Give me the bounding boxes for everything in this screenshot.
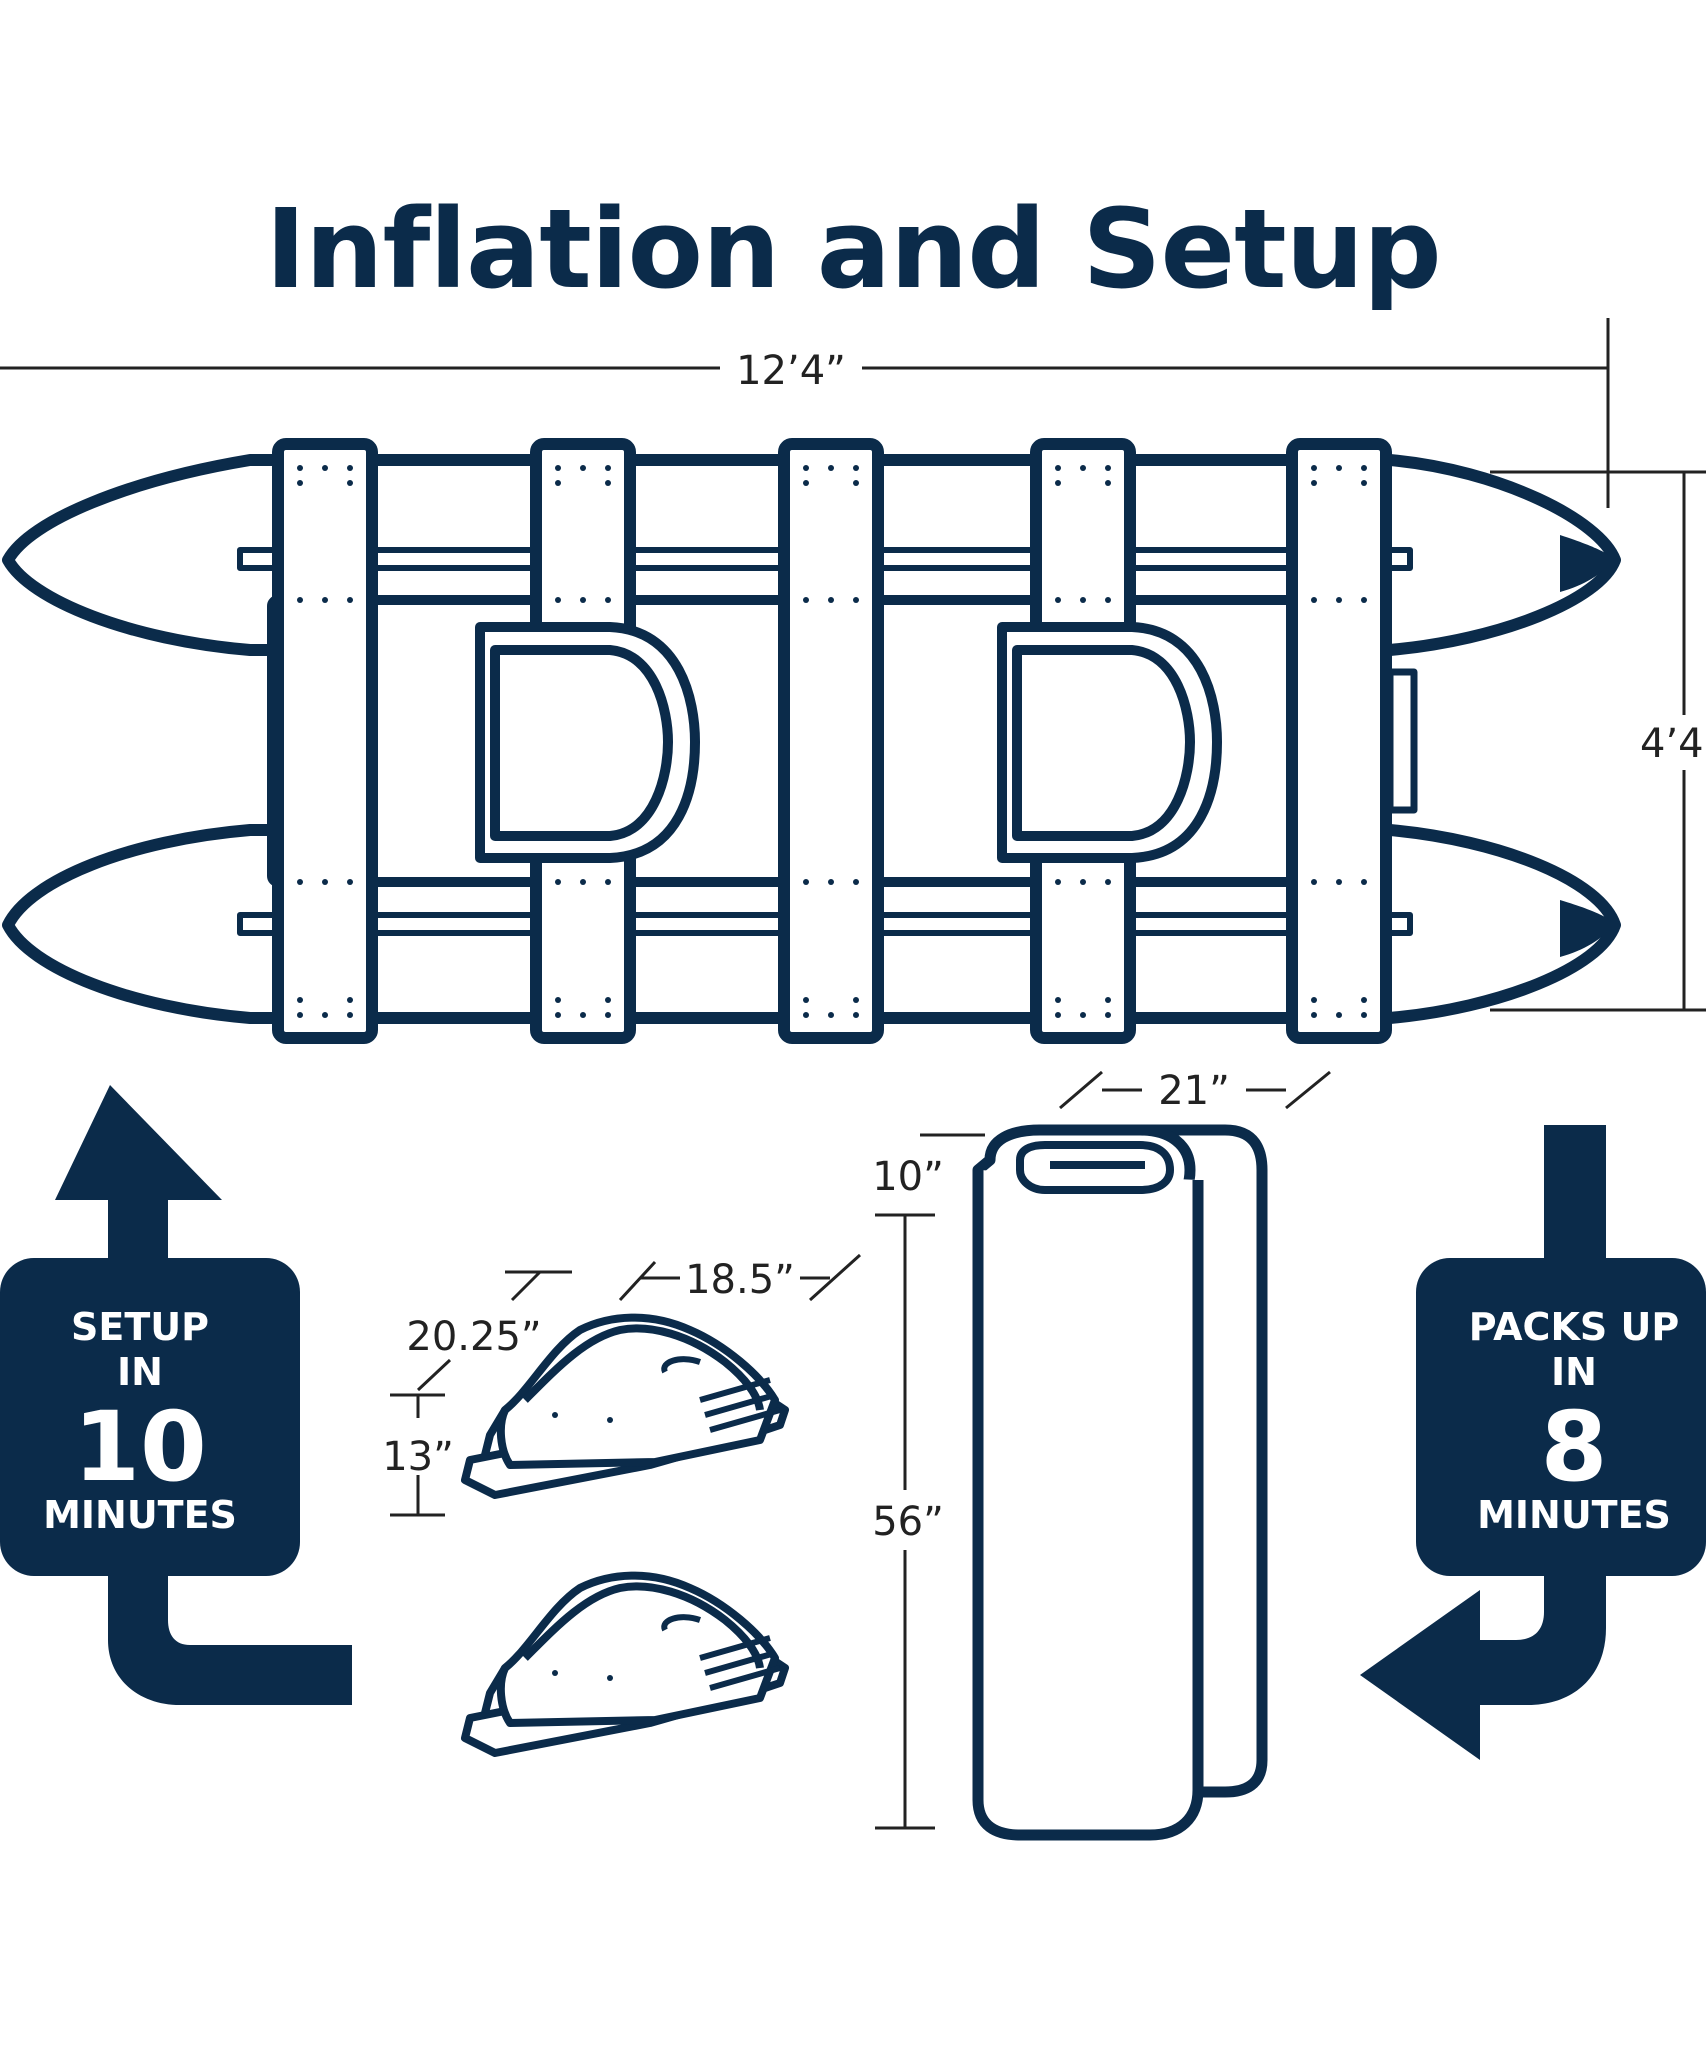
boat-length-label: 12’4” xyxy=(736,348,846,394)
boat-seat-2 xyxy=(997,622,1222,863)
pack-depth-label: 10” xyxy=(872,1154,944,1200)
pack-badge-line1: PACKS UP xyxy=(1469,1305,1679,1349)
strap-stitching xyxy=(297,465,1367,1018)
setup-badge xyxy=(0,1258,300,1576)
packed-boat-body xyxy=(972,1170,1204,1841)
boat-width-label: 4’4 xyxy=(1640,721,1704,767)
pack-width-dimension xyxy=(1059,1070,1331,1110)
boat-width-dimension: 4’4 xyxy=(1490,470,1706,1012)
seat-height-label: 13” xyxy=(382,1434,454,1480)
setup-arrow-tail xyxy=(108,1530,352,1705)
packed-boat-back-roll xyxy=(1034,1124,1268,1798)
boat-length-dimension: 12’4” xyxy=(0,318,1610,508)
setup-badge-line2: IN xyxy=(117,1350,163,1394)
cross-straps xyxy=(272,438,1392,1044)
setup-badge-line3: MINUTES xyxy=(43,1493,237,1537)
setup-badge-number: 10 xyxy=(73,1391,207,1503)
boat-seat-1 xyxy=(475,622,700,863)
pack-badge-group: PACKS UP IN 8 MINUTES xyxy=(1360,1125,1706,1760)
pack-arrow-top xyxy=(1544,1125,1606,1265)
pack-badge-line3: MINUTES xyxy=(1477,1493,1671,1537)
seat-width-dimension xyxy=(416,1270,572,1392)
seat-length-label: 18.5” xyxy=(685,1257,795,1303)
pack-arrow-tail xyxy=(1360,1560,1606,1760)
pack-badge-number: 8 xyxy=(1541,1391,1608,1503)
page-title: Inflation and Setup xyxy=(265,185,1442,313)
setup-badge-line1: SETUP xyxy=(71,1305,209,1349)
folded-seat-1 xyxy=(461,1313,789,1499)
folded-seat-2 xyxy=(461,1571,789,1757)
motor-mount xyxy=(1386,668,1418,814)
seat-height-dimension xyxy=(390,1393,445,1517)
pack-height-label: 56” xyxy=(872,1499,944,1545)
seat-length-dimension xyxy=(618,1253,862,1302)
setup-flow-arrow xyxy=(55,1085,222,1280)
strap-1 xyxy=(272,438,378,1044)
strap-5 xyxy=(1286,438,1392,1044)
pack-badge-line2: IN xyxy=(1551,1350,1597,1394)
pack-width-label: 21” xyxy=(1158,1068,1230,1114)
strap-3 xyxy=(778,438,884,1044)
seat-width-label: 20.25” xyxy=(406,1314,541,1360)
pack-badge xyxy=(1416,1258,1706,1576)
setup-badge-group: SETUP IN 10 MINUTES xyxy=(0,1085,352,1705)
pack-height-dimension xyxy=(875,1213,935,1830)
packed-boat xyxy=(972,1124,1268,1841)
boat-top-view xyxy=(2,438,1621,1044)
